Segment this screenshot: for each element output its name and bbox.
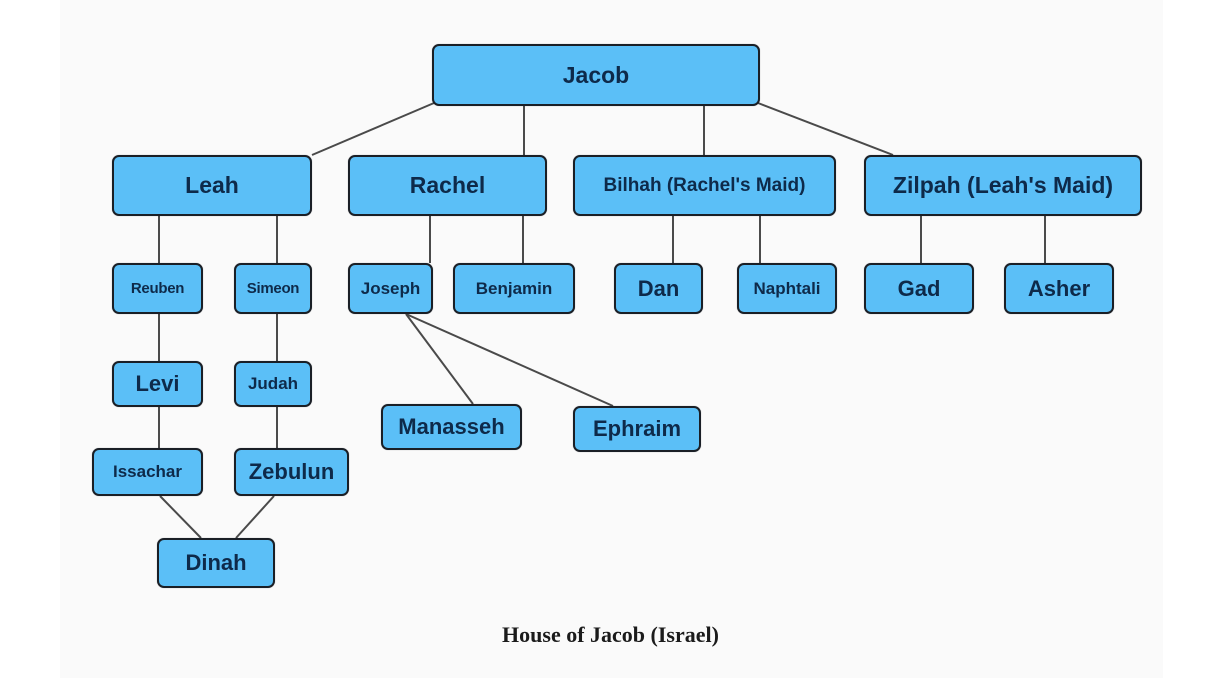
node-bilhah: Bilhah (Rachel's Maid) (573, 155, 836, 216)
node-zebulun: Zebulun (234, 448, 349, 496)
node-dan: Dan (614, 263, 703, 314)
node-benjamin: Benjamin (453, 263, 575, 314)
node-asher: Asher (1004, 263, 1114, 314)
node-rachel: Rachel (348, 155, 547, 216)
diagram-caption: House of Jacob (Israel) (502, 622, 719, 647)
node-joseph: Joseph (348, 263, 433, 314)
node-naphtali: Naphtali (737, 263, 837, 314)
node-judah: Judah (234, 361, 312, 407)
node-ephraim: Ephraim (573, 406, 701, 452)
node-reuben: Reuben (112, 263, 203, 314)
node-levi: Levi (112, 361, 203, 407)
node-simeon: Simeon (234, 263, 312, 314)
node-dinah: Dinah (157, 538, 275, 588)
node-leah: Leah (112, 155, 312, 216)
node-jacob: Jacob (432, 44, 760, 106)
node-zilpah: Zilpah (Leah's Maid) (864, 155, 1142, 216)
node-issachar: Issachar (92, 448, 203, 496)
node-gad: Gad (864, 263, 974, 314)
node-manasseh: Manasseh (381, 404, 522, 450)
